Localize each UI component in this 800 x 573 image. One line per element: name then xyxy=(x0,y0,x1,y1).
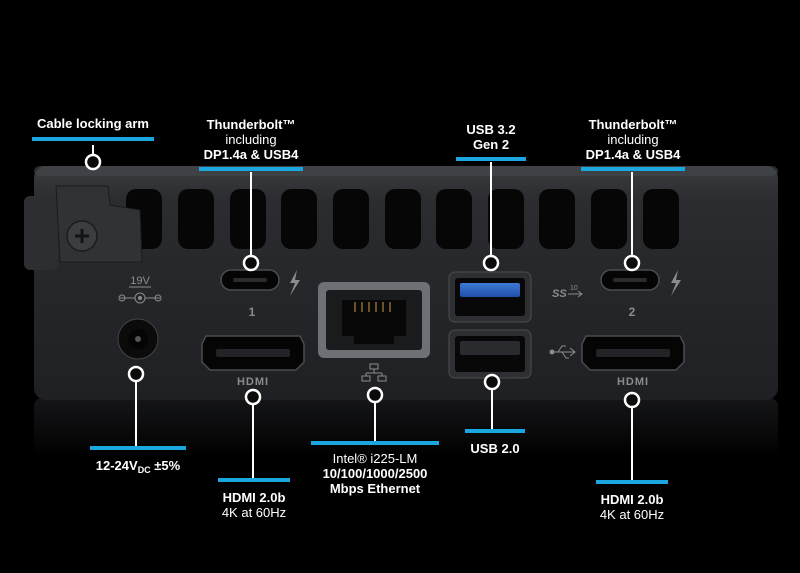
dc-power-jack: 19V xyxy=(117,275,162,360)
thunderbolt-icon xyxy=(290,270,300,296)
usb20-label: USB 2.0 xyxy=(455,441,535,456)
ethernet-line1: Intel® i225-LM xyxy=(332,451,418,466)
dc-voltage-text: 19V xyxy=(130,275,150,287)
usb20-text: USB 2.0 xyxy=(470,441,520,456)
network-icon xyxy=(361,363,387,382)
leader-lines xyxy=(92,145,633,482)
hdmi-logo-left: HDMI xyxy=(237,376,269,388)
ethernet-line3: Mbps Ethernet xyxy=(329,481,421,496)
cable-lock-arm-icon xyxy=(24,185,143,270)
accent-bars xyxy=(32,137,685,484)
superspeed-num: 10 xyxy=(570,285,578,292)
ethernet-port xyxy=(318,282,430,382)
cable-lock-label: Cable locking arm xyxy=(32,116,154,131)
dc-polarity-icon xyxy=(118,292,162,304)
tb-left-line2: including xyxy=(225,132,277,147)
power-main: 12-24V xyxy=(95,458,138,473)
thunderbolt-right-label: Thunderbolt™ including DP1.4a & USB4 xyxy=(568,117,698,162)
usb32-line1: USB 3.2 xyxy=(466,122,516,137)
hdmi-port-left: HDMI xyxy=(201,335,305,388)
thunderbolt-icon xyxy=(671,270,681,296)
cable-lock-text: Cable locking arm xyxy=(37,116,149,131)
usb-trident-icon xyxy=(568,290,583,298)
power-tail: ±5% xyxy=(150,458,181,473)
tb-right-line1: Thunderbolt™ xyxy=(588,117,678,132)
power-label: 12-24VDC ±5% xyxy=(80,458,196,478)
hdmi-right-line1: HDMI 2.0b xyxy=(600,492,664,507)
hdmi-port-right: HDMI xyxy=(581,335,685,388)
usb-3-2-port: SS 10 xyxy=(448,271,583,323)
chassis-reflection xyxy=(34,398,778,458)
port-number-2: 2 xyxy=(629,305,636,319)
tb-right-line2: including xyxy=(607,132,659,147)
hdmi-right-label: HDMI 2.0b 4K at 60Hz xyxy=(577,492,687,522)
power-sub: DC xyxy=(137,465,151,475)
port-number-1: 1 xyxy=(249,305,256,319)
thunderbolt-port-2: 2 xyxy=(600,269,681,319)
tb-right-line3: DP1.4a & USB4 xyxy=(585,147,681,162)
vent-slots xyxy=(126,189,679,249)
usb32-line2: Gen 2 xyxy=(472,137,510,152)
thunderbolt-left-label: Thunderbolt™ including DP1.4a & USB4 xyxy=(186,117,316,162)
usb32-label: USB 3.2 Gen 2 xyxy=(451,122,531,152)
hdmi-left-line1: HDMI 2.0b xyxy=(222,490,286,505)
hdmi-logo-right: HDMI xyxy=(617,376,649,388)
tb-left-line3: DP1.4a & USB4 xyxy=(203,147,299,162)
tb-left-line1: Thunderbolt™ xyxy=(206,117,296,132)
ethernet-line2: 10/100/1000/2500 xyxy=(322,466,428,481)
hdmi-left-line2: 4K at 60Hz xyxy=(221,505,287,520)
superspeed-mark: SS xyxy=(552,288,567,300)
thunderbolt-port-1: 1 xyxy=(220,269,300,319)
usb-trident-icon xyxy=(549,345,576,359)
ethernet-label: Intel® i225-LM 10/100/1000/2500 Mbps Eth… xyxy=(300,451,450,496)
hdmi-left-label: HDMI 2.0b 4K at 60Hz xyxy=(199,490,309,520)
usb-2-0-port xyxy=(448,329,576,379)
callout-dots xyxy=(84,153,641,409)
hdmi-right-line2: 4K at 60Hz xyxy=(599,507,665,522)
